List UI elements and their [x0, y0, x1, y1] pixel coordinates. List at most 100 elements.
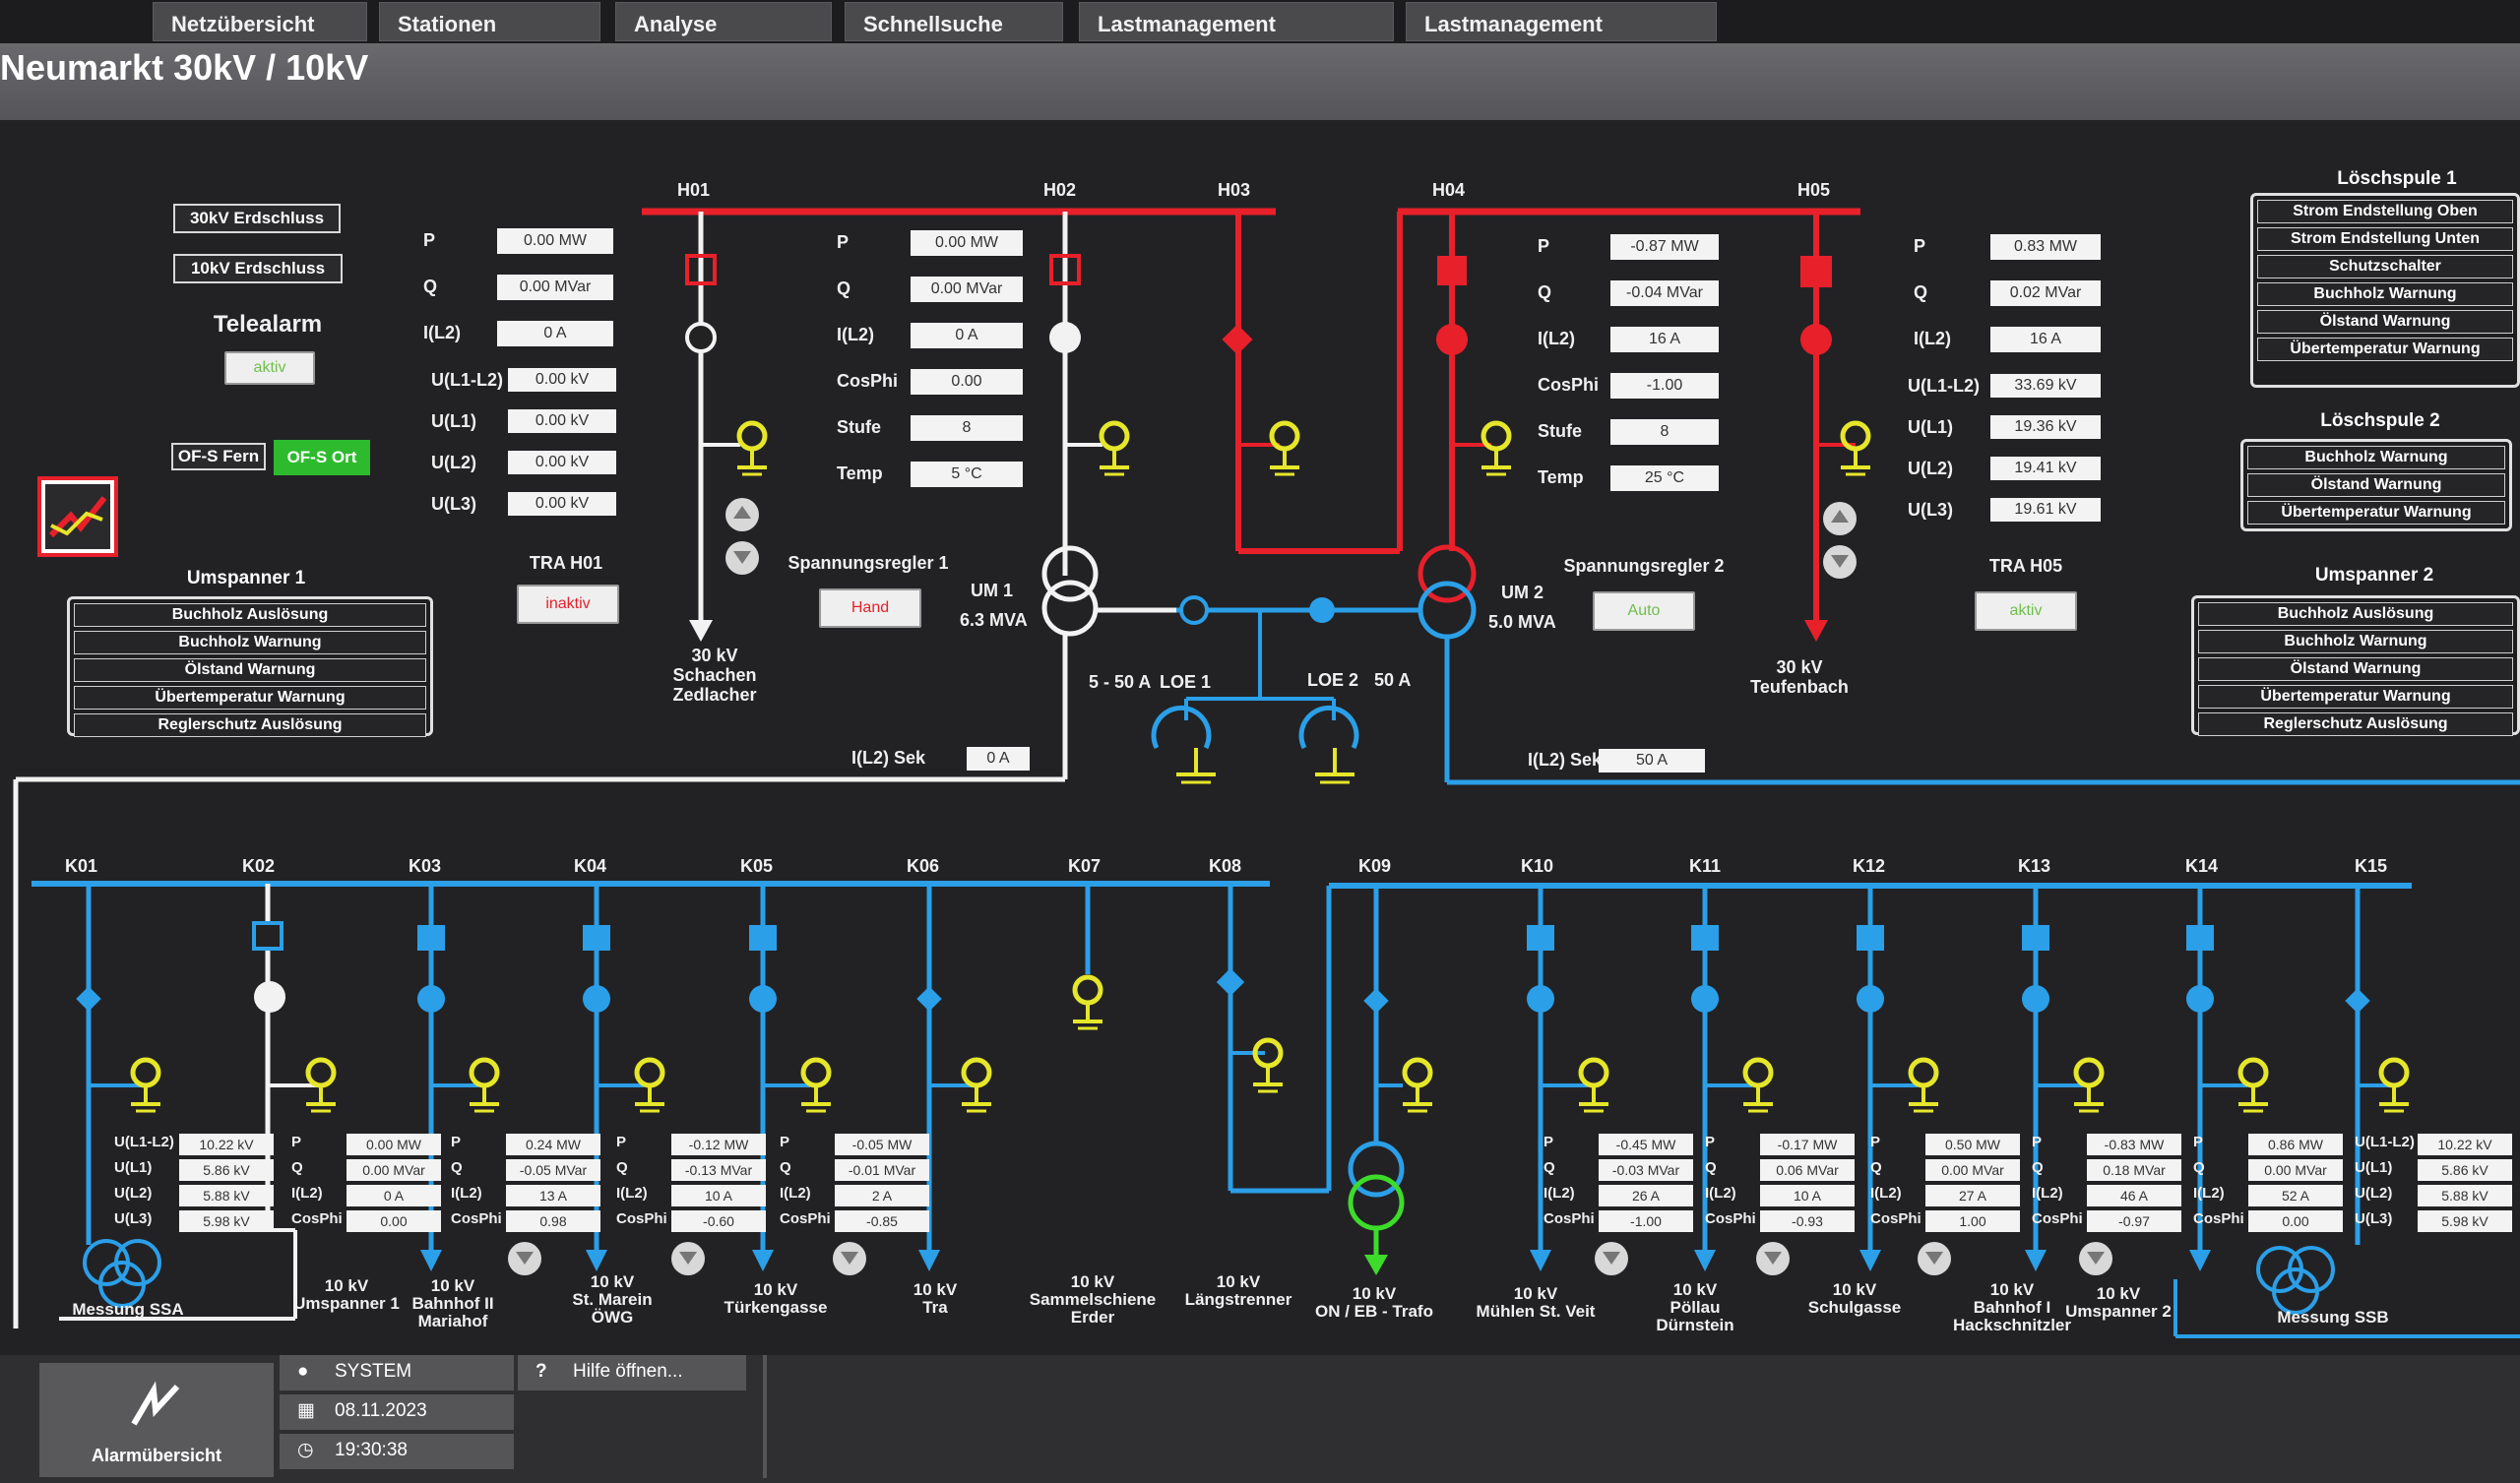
tap-down-button-right[interactable]: [1823, 545, 1857, 579]
erdschluss-10kv-button[interactable]: 10kV Erdschluss: [173, 254, 343, 283]
ofs-fern-button[interactable]: OF-S Fern: [171, 443, 266, 470]
panel_loeschspule1-item-1[interactable]: Strom Endstellung Unten: [2257, 227, 2513, 251]
dest-k12-line1: Schulgasse: [1807, 1298, 1902, 1317]
tap-down-button-left[interactable]: [725, 541, 759, 575]
k01-table-value-3: 5.98 kV: [179, 1210, 274, 1232]
reg1-value-1: 0.00 MVar: [911, 277, 1023, 302]
panel_umspanner1-item-3[interactable]: Übertemperatur Warnung: [74, 686, 426, 710]
k04-table-value-2: 10 A: [671, 1185, 766, 1206]
h01-value-4: 0.00 kV: [508, 409, 616, 433]
k11-table-label-0: P: [1705, 1134, 1716, 1150]
feeder-step-button-2[interactable]: [833, 1242, 866, 1275]
earth-icon-k11: [1742, 1057, 1774, 1113]
panel_umspanner2-item-3[interactable]: Übertemperatur Warnung: [2198, 685, 2513, 709]
dest-h01-line1: 30 kV: [691, 646, 738, 665]
h01-label-0: P: [423, 230, 436, 250]
feeder-step-button-4[interactable]: [1756, 1242, 1790, 1275]
feeder-step-button-3[interactable]: [1595, 1242, 1628, 1275]
dest-k12-line0: 10 kV: [1832, 1280, 1877, 1299]
spannungsregler1-mode[interactable]: Hand: [819, 588, 921, 628]
telealarm-indicator[interactable]: aktiv: [224, 351, 315, 385]
h05-value-6: 19.61 kV: [1990, 498, 2101, 522]
reg2-label-1: Q: [1538, 282, 1552, 302]
panel_loeschspule1-item-3[interactable]: Buchholz Warnung: [2257, 282, 2513, 306]
panel_loeschspule1-item-4[interactable]: Ölstand Warnung: [2257, 310, 2513, 334]
earth-icon-h02: [1099, 420, 1130, 476]
h05-label-6: U(L3): [1908, 500, 1953, 520]
tab-schnellsuche[interactable]: Schnellsuche: [845, 2, 1063, 41]
help-button[interactable]: ? Hilfe öffnen...: [518, 1355, 746, 1390]
k12-table-label-0: P: [1870, 1134, 1881, 1150]
tab-analyse[interactable]: Analyse: [615, 2, 832, 41]
alarm-overview-label: Alarmübersicht: [91, 1446, 222, 1465]
feeder-label-k01: K01: [65, 856, 98, 876]
k01-table-label-3: U(L3): [114, 1210, 153, 1227]
panel_umspanner1-item-0[interactable]: Buchholz Auslösung: [74, 603, 426, 627]
h01-value-5: 0.00 kV: [508, 451, 616, 474]
tap-up-button-right[interactable]: [1823, 502, 1857, 535]
panel_loeschspule2-item-1[interactable]: Ölstand Warnung: [2247, 473, 2505, 497]
panel_umspanner1-item-2[interactable]: Ölstand Warnung: [74, 658, 426, 682]
earth-icon-k02: [305, 1057, 337, 1113]
sek1-label: I(L2) Sek: [851, 748, 926, 768]
spannungsregler2-mode[interactable]: Auto: [1593, 591, 1695, 631]
feeder-step-button-5[interactable]: [1918, 1242, 1951, 1275]
panel_loeschspule1-item-2[interactable]: Schutzschalter: [2257, 255, 2513, 278]
tap-up-button-left[interactable]: [725, 498, 759, 531]
k11-table-value-2: 10 A: [1760, 1185, 1855, 1206]
sek2-label: I(L2) Sek: [1528, 750, 1603, 770]
panel_umspanner2-item-4[interactable]: Reglerschutz Auslösung: [2198, 712, 2513, 736]
panel_umspanner1-item-4[interactable]: Reglerschutz Auslösung: [74, 713, 426, 737]
um2-name: UM 2: [1501, 583, 1544, 602]
feeder-label-k02: K02: [242, 856, 276, 876]
feeder-label-k10: K10: [1521, 856, 1554, 876]
status-footer: Alarmübersicht ● SYSTEM ? Hilfe öffnen..…: [0, 1355, 2520, 1483]
erdschluss-30kv-button[interactable]: 30kV Erdschluss: [173, 204, 341, 233]
bus-label-h03: H03: [1218, 180, 1251, 200]
k01-table-value-1: 5.86 kV: [179, 1159, 274, 1181]
reg1-value-4: 8: [911, 415, 1023, 441]
tra-h05-state[interactable]: aktiv: [1975, 591, 2077, 631]
dest-h01-line2: Schachen: [672, 665, 757, 685]
k12-table-label-1: Q: [1870, 1159, 1882, 1176]
panel_loeschspule1-item-5[interactable]: Übertemperatur Warnung: [2257, 338, 2513, 361]
tra-h01-state[interactable]: inaktiv: [517, 585, 619, 624]
panel_umspanner2-item-0[interactable]: Buchholz Auslösung: [2198, 602, 2513, 626]
reg1-value-5: 5 °C: [911, 462, 1023, 487]
footer-divider: [763, 1355, 767, 1478]
tab-netzuebersicht[interactable]: Netzübersicht: [153, 2, 367, 41]
dest-k03-line1: Bahnhof II: [411, 1294, 494, 1313]
panel_umspanner2-item-1[interactable]: Buchholz Warnung: [2198, 630, 2513, 653]
reg2-label-5: Temp: [1538, 467, 1584, 487]
panel_loeschspule2-item-0[interactable]: Buchholz Warnung: [2247, 446, 2505, 469]
panel_loeschspule1-item-0[interactable]: Strom Endstellung Oben: [2257, 200, 2513, 223]
tab-stationen[interactable]: Stationen: [379, 2, 600, 41]
feeder-step-button-6[interactable]: [2079, 1242, 2112, 1275]
k02-table-value-3: 0.00: [346, 1210, 441, 1232]
ofs-ort-button[interactable]: OF-S Ort: [274, 440, 370, 475]
k03-table-value-1: -0.05 MVar: [506, 1159, 600, 1181]
sek1-value: 0 A: [967, 747, 1030, 771]
k12-table-value-0: 0.50 MW: [1925, 1134, 2020, 1155]
k13-table-value-1: 0.18 MVar: [2087, 1159, 2181, 1181]
panel_umspanner1-item-1[interactable]: Buchholz Warnung: [74, 631, 426, 654]
feeder-step-button-1[interactable]: [671, 1242, 705, 1275]
k13-table-label-1: Q: [2032, 1159, 2044, 1176]
k10-table-label-2: I(L2): [1544, 1185, 1575, 1202]
alarm-logo-icon[interactable]: [37, 476, 120, 559]
earth-icon-k10: [1578, 1057, 1609, 1113]
loe2-label: LOE 2: [1307, 670, 1359, 690]
alarm-overview-button[interactable]: Alarmübersicht: [39, 1363, 274, 1477]
k13-table-value-2: 46 A: [2087, 1185, 2181, 1206]
feeder-step-button-0[interactable]: [508, 1242, 541, 1275]
h01-label-1: Q: [423, 277, 438, 296]
panel_loeschspule2-item-2[interactable]: Übertemperatur Warnung: [2247, 501, 2505, 525]
earth-icon-k01: [130, 1057, 161, 1113]
earth-icon-k04: [634, 1057, 665, 1113]
panel_umspanner2-item-2[interactable]: Ölstand Warnung: [2198, 657, 2513, 681]
panel-loeschspule1-title: Löschspule 1: [2337, 168, 2457, 189]
